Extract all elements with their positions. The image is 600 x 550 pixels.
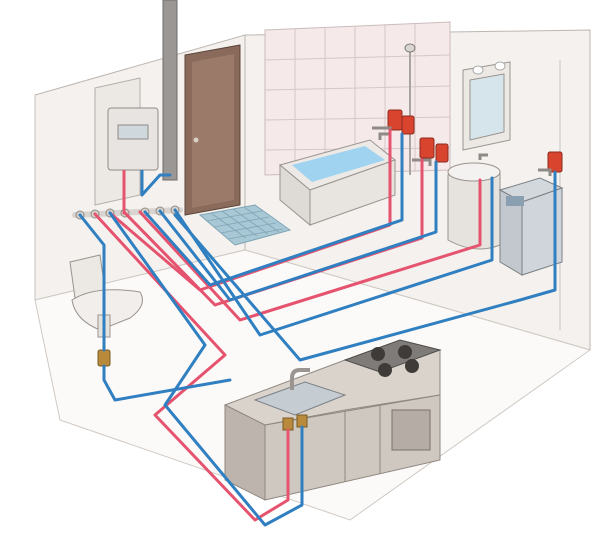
heater-display: [117, 124, 149, 140]
cold-pipe-shower: [158, 160, 438, 302]
cold-water-pipes: [78, 132, 557, 527]
stove-icon: [343, 339, 442, 377]
stove-top: [343, 339, 442, 373]
washer-control-panel: [506, 196, 524, 206]
shower-icon: [404, 43, 416, 175]
bathtub-front: [309, 159, 396, 226]
shower-head: [404, 43, 416, 53]
washbasin-bowl: [447, 162, 501, 182]
sink-faucet: [290, 368, 310, 390]
valve-shower-2: [435, 143, 449, 163]
mirror-glass: [469, 73, 505, 141]
washer-front: [521, 187, 563, 276]
sink-valve-hot: [282, 417, 294, 431]
door-knob-icon: [193, 137, 199, 143]
mirror-light-right: [494, 61, 506, 71]
cold-pipe-heater: [140, 173, 172, 197]
mirror-light-left: [472, 65, 484, 75]
valve-bath-2: [401, 115, 415, 135]
cold-pipe-washbasin: [173, 176, 494, 337]
tile-floor: [198, 204, 292, 246]
bath-valves: [372, 109, 449, 166]
washer-faucet: [538, 168, 552, 176]
bathtub-water: [292, 146, 385, 182]
valve-shower-1: [419, 137, 435, 159]
washbasin-icon: [447, 61, 511, 250]
water-heater-icon: [94, 77, 159, 206]
washing-machine-icon: [498, 151, 564, 276]
cold-pipe-washer: [173, 170, 557, 362]
burner-1-icon: [371, 347, 385, 361]
bathtub-icon: [278, 139, 397, 227]
oven-door: [391, 409, 431, 451]
burner-4-icon: [405, 359, 419, 373]
sink-basin: [253, 381, 347, 416]
shower-faucet: [412, 158, 432, 166]
burner-2-icon: [398, 345, 412, 359]
washbasin-faucet: [478, 153, 488, 160]
cold-pipe-bathtub: [143, 132, 404, 287]
sink-valve-cold: [296, 414, 308, 428]
hot-pipe-washbasin: [138, 178, 482, 322]
door-inset: [192, 54, 234, 208]
cold-pipe-toilet: [78, 213, 232, 402]
vent-pipe: [162, 0, 178, 181]
toilet-valve: [97, 349, 111, 367]
bath-floor-tiles: [198, 204, 292, 246]
cold-pipe-kitchen: [108, 211, 304, 527]
bathroom-tile-wall: [264, 21, 451, 176]
toilet-icon: [69, 254, 143, 367]
burner-3-icon: [378, 363, 392, 377]
door: [184, 44, 241, 216]
hot-pipe-kitchen: [93, 212, 290, 522]
toilet-bowl: [71, 289, 143, 331]
